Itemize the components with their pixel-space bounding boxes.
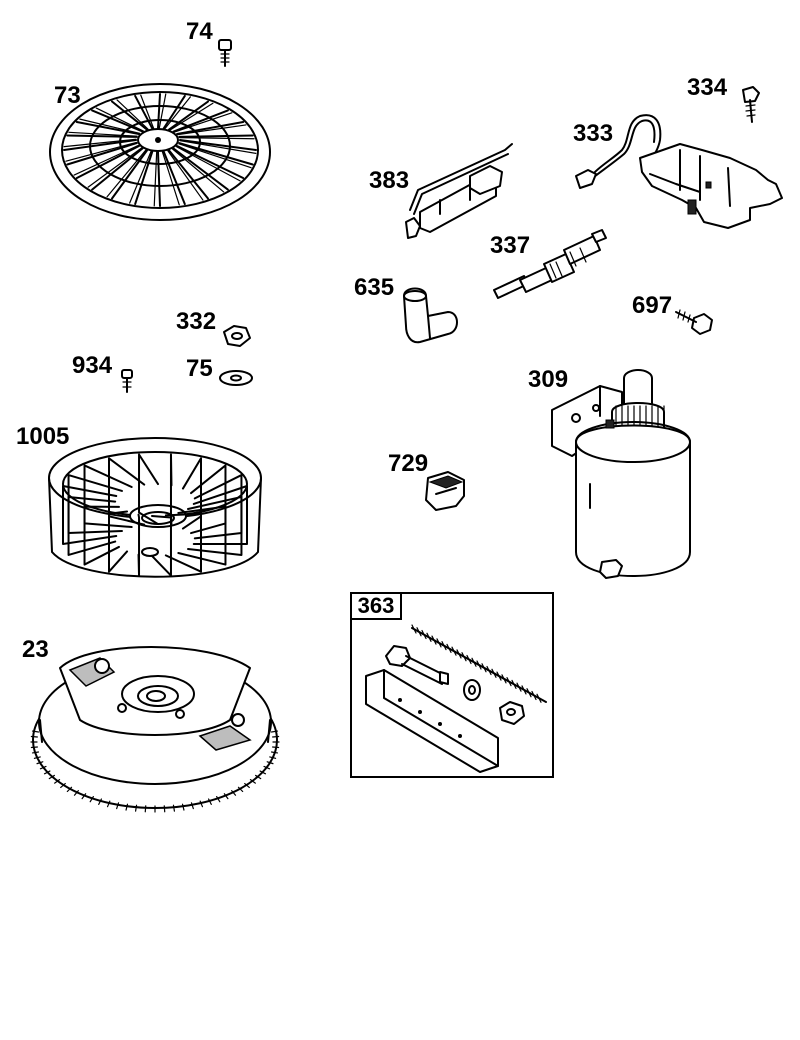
part-number-934: 934 [72,354,112,378]
part-number-333: 333 [573,122,613,146]
grass-screen-73-illustration [50,84,270,220]
part-number-75: 75 [186,357,213,381]
flywheel-23-illustration [31,647,279,812]
starter-motor-309-illustration [552,370,690,578]
screw-934-illustration [122,370,132,392]
ground-wire-383-illustration [406,144,512,238]
clip-729-illustration [426,472,464,510]
part-number-635: 635 [354,276,394,300]
screw-697-illustration [676,310,712,334]
part-number-697: 697 [632,294,672,318]
part-number-363: 363 [352,594,402,620]
part-number-383: 383 [369,169,409,193]
fan-1005-illustration [49,438,261,577]
part-number-337: 337 [490,234,530,258]
part-number-332: 332 [176,310,216,334]
part-number-23: 23 [22,638,49,662]
part-number-74: 74 [186,20,213,44]
part-number-729: 729 [388,452,428,476]
part-number-1005: 1005 [16,425,69,449]
washer-75-illustration [220,371,252,385]
fan-fin [171,454,172,525]
spark-plug-boot-635-illustration [404,289,457,343]
part-number-334: 334 [687,76,727,100]
screw-334-illustration [743,87,759,122]
screw-74-illustration [219,40,231,66]
hex-nut-332-illustration [224,326,250,346]
screen-spoke [179,136,252,137]
part-number-73: 73 [54,84,81,108]
part-number-309: 309 [528,368,568,392]
